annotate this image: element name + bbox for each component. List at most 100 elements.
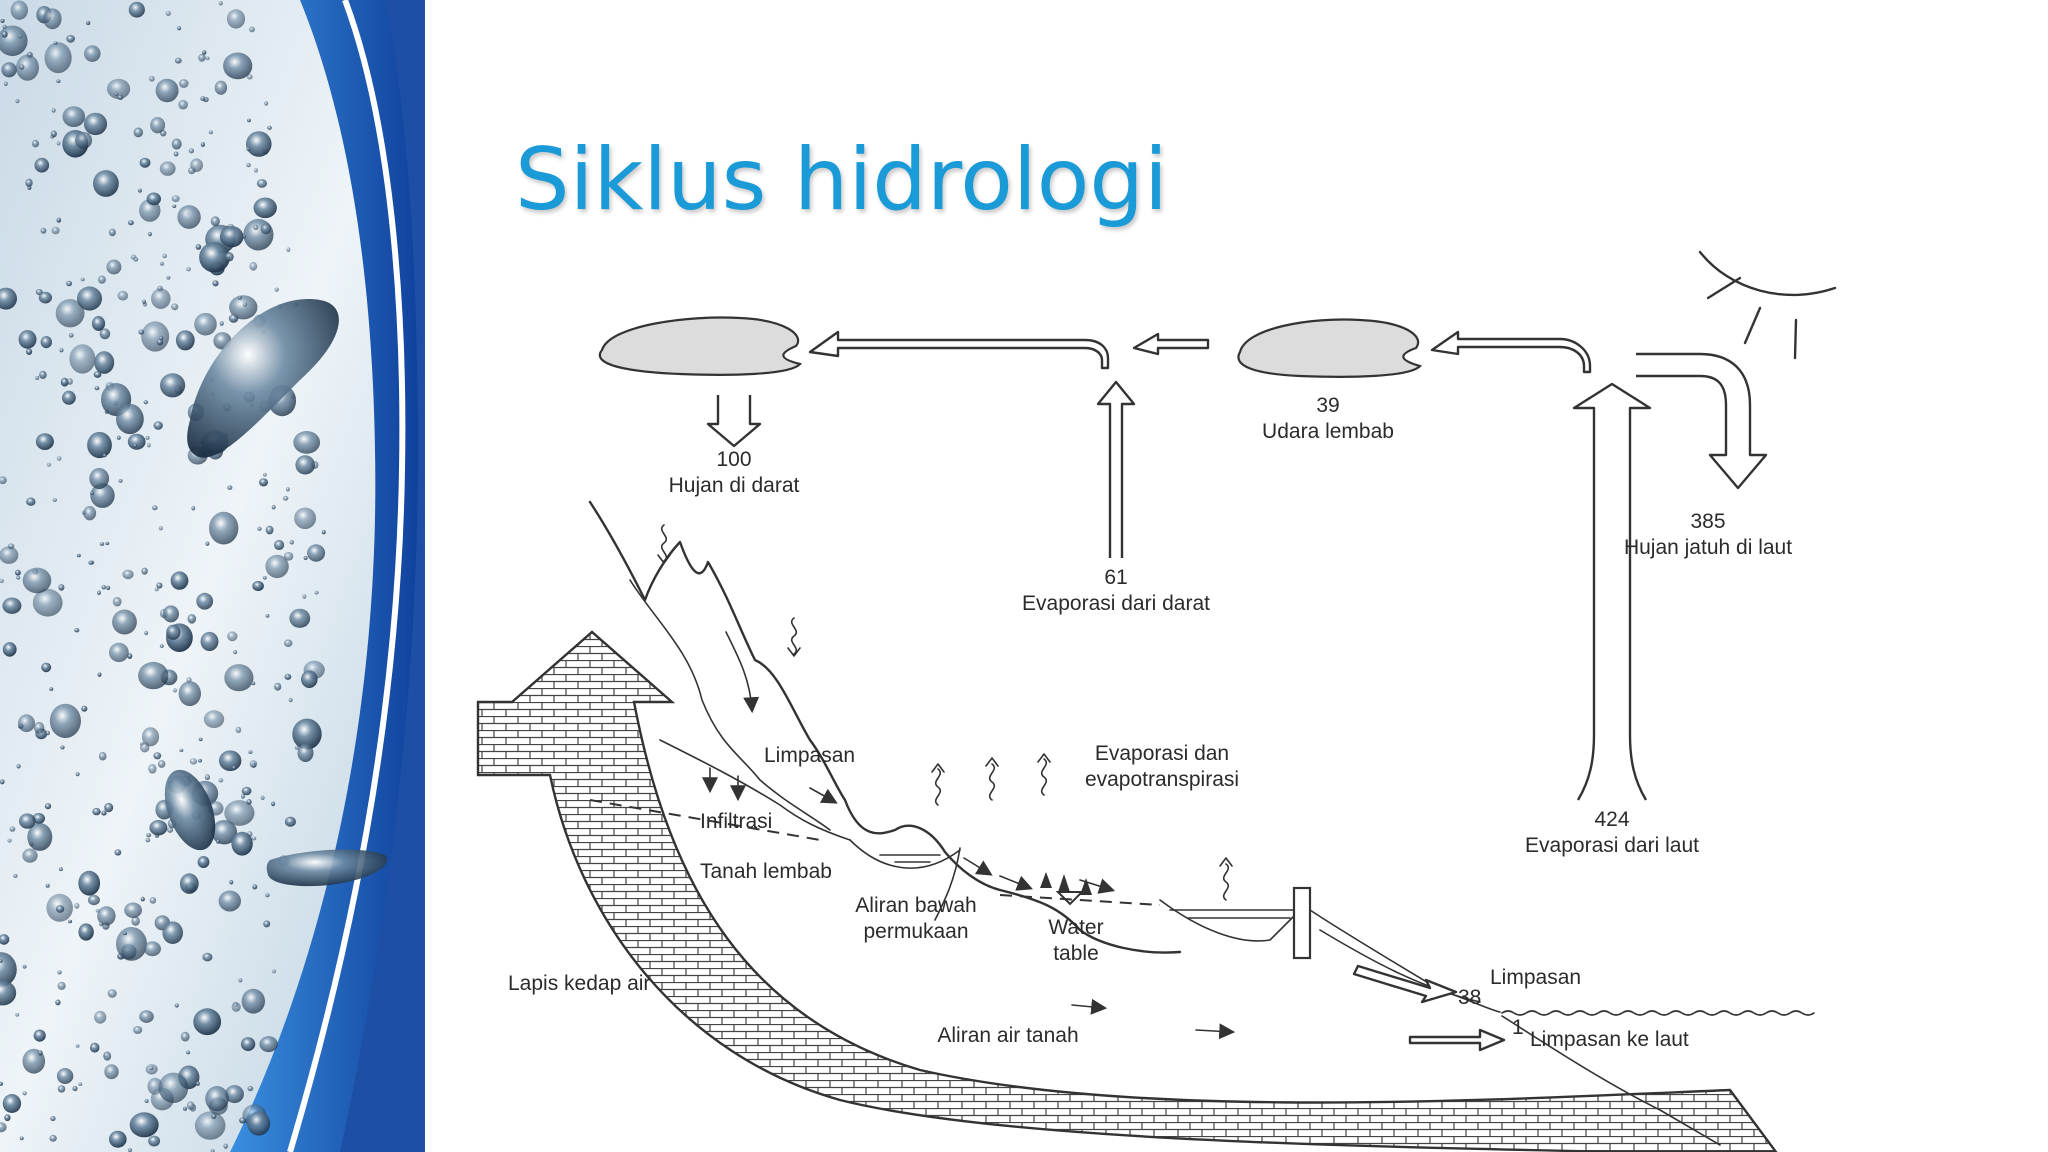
water-droplet [133,443,138,448]
label-moist-soil: Tanah lembab [700,860,832,883]
water-droplet [251,763,256,768]
water-droplet [0,546,19,564]
water-droplet [211,1114,217,1119]
water-droplet [286,247,291,252]
water-droplet [224,664,254,692]
water-droplet [274,682,282,691]
water-droplet [247,118,251,123]
water-droplet [243,218,274,251]
water-droplet [144,1099,149,1103]
water-droplet [0,1122,7,1133]
water-droplet [191,505,196,511]
water-droplet [117,94,124,100]
water-droplet [66,280,73,287]
water-droplet [159,644,164,648]
water-droplet [83,112,108,136]
water-droplet [179,873,199,894]
water-droplet [263,920,271,928]
label-rain-land-value: 100 [716,448,751,471]
water-droplet [294,745,299,750]
water-droplet [224,800,255,826]
water-droplet [243,302,248,307]
water-droplet [55,299,85,328]
water-droplet [74,628,80,633]
water-droplet [118,479,123,483]
water-droplet [27,823,53,851]
water-droplet [114,92,119,96]
water-droplet [44,42,72,74]
water-droplet [156,338,164,346]
cloud-left [598,316,803,376]
water-droplet [2,1094,22,1113]
water-droplet [178,99,188,110]
water-droplet [145,837,151,843]
water-droplet [160,261,164,266]
water-droplet [271,504,276,510]
water-droplet [89,1042,100,1053]
water-droplet [208,130,213,135]
label-runoff-hill: Limpasan [764,744,855,767]
water-droplet [199,242,230,273]
water-droplet [46,462,52,467]
water-droplet [68,919,73,924]
water-droplet [289,540,294,545]
water-droplet [139,1010,154,1023]
water-droplet [170,571,189,590]
water-droplet [259,478,268,487]
water-droplet [172,204,177,208]
water-droplet [171,195,180,203]
water-droplet [252,580,264,592]
water-droplet [1,30,8,38]
water-droplet [259,1036,278,1053]
water-droplet [205,1086,229,1112]
water-droplet [99,921,104,927]
water-droplet [249,261,258,271]
water-droplet [68,333,74,338]
water-droplet [15,1013,20,1017]
water-droplet [9,826,16,832]
water-droplet [209,511,239,545]
water-droplet [210,1149,215,1152]
water-droplet [205,56,210,61]
water-droplet [123,931,127,936]
water-droplet [97,672,102,677]
dam [1292,886,1312,960]
water-droplet [241,786,252,796]
water-droplet [294,507,317,530]
water-droplet [203,710,225,729]
water-droplet [145,435,150,440]
water-droplet [19,64,25,70]
water-droplet [160,373,186,398]
water-droplet [78,870,101,896]
water-droplet [92,807,101,816]
water-droplet [248,750,253,754]
water-droplet [127,1148,133,1152]
water-droplet [108,228,116,237]
sun-icon [1698,250,1837,360]
water-droplet [112,609,137,635]
water-droplet [39,370,47,379]
water-droplet [210,216,220,227]
water-droplet [288,697,293,703]
water-droplet [97,590,101,596]
water-droplet [165,10,171,17]
water-droplet [149,75,155,82]
water-droplet [229,879,234,885]
water-droplet [0,934,10,945]
water-droplet [94,1010,107,1024]
water-droplet [253,224,259,231]
water-droplet [162,253,167,259]
water-droplet [109,1130,127,1148]
water-droplet [167,827,174,833]
water-droplet [13,873,18,878]
water-droplet [0,476,7,485]
water-droplet [142,299,147,304]
water-droplet [0,952,17,987]
label-runoff-value: 38 [1458,986,1481,1009]
water-droplet [227,631,238,642]
water-droplet [253,168,259,173]
water-droplet [124,902,142,918]
water-droplet [219,321,224,326]
water-droplet [133,127,143,138]
water-droplet [265,893,270,898]
